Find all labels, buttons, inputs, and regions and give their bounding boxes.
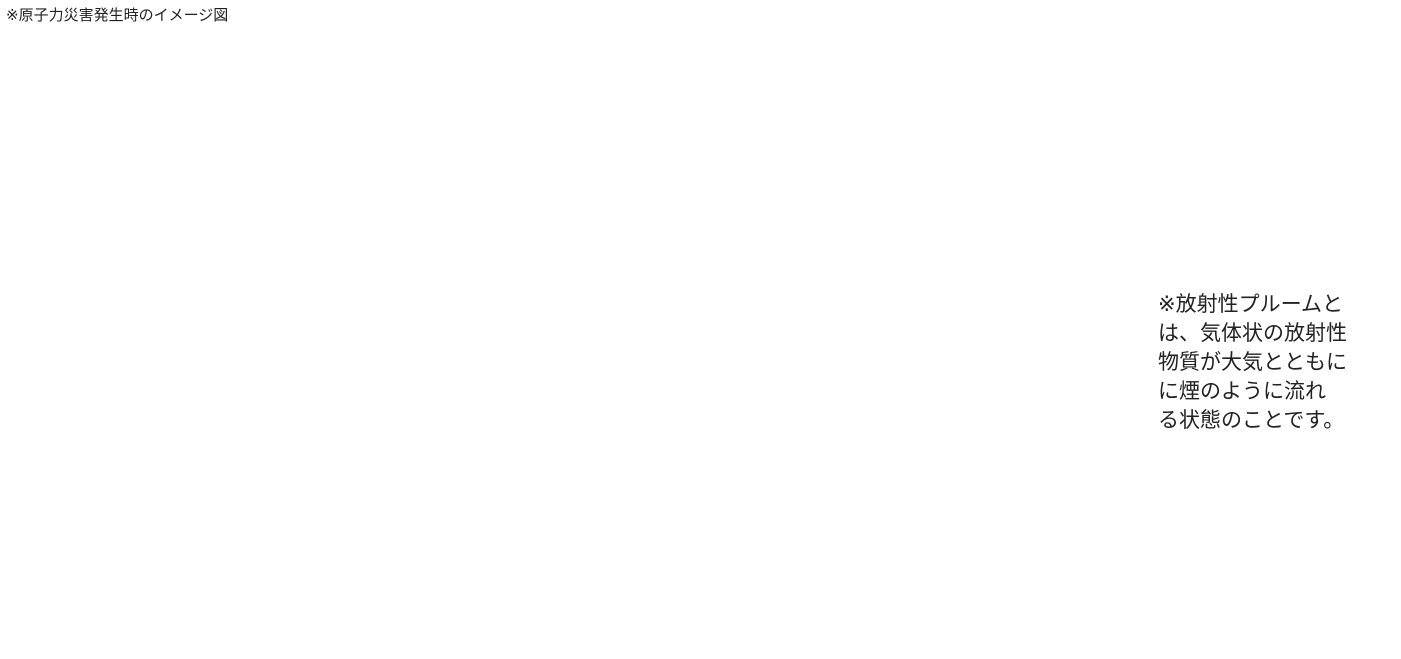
side-note-line: は、気体状の放射性 <box>1158 321 1347 345</box>
side-note-line: 物質が大気とともに <box>1158 350 1347 374</box>
header-note: ※原子力災害発生時のイメージ図 <box>6 6 229 24</box>
side-note-line: に煙のように流れ <box>1158 379 1326 403</box>
side-note-line: ※放射性プルームと <box>1158 292 1343 316</box>
side-note: ※放射性プルームと は、気体状の放射性 物質が大気とともに に煙のように流れ る… <box>1158 290 1390 435</box>
side-note-line: る状態のことです。 <box>1158 408 1345 432</box>
